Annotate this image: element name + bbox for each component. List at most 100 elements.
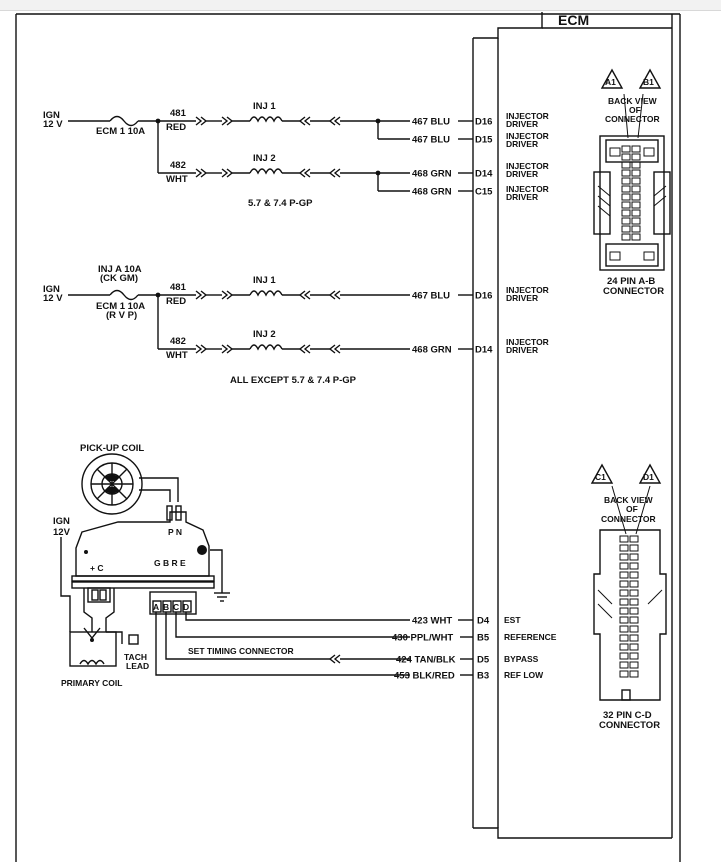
pin-id: D16	[475, 291, 492, 302]
connector-cd-caption: 32 PIN C-D	[603, 710, 652, 721]
connector-pin-cavity	[631, 177, 641, 185]
pin-func: DRIVER	[506, 345, 538, 355]
pin-func: INJECTOR	[506, 131, 549, 141]
circuit-b-caption: ALL EXCEPT 5.7 & 7.4 P-GP	[230, 375, 357, 386]
viewer-top-bar	[0, 0, 721, 11]
connector-pin-cavity	[629, 571, 639, 579]
tach-label: TACH	[124, 652, 147, 662]
connector-pin-cavity	[629, 544, 639, 552]
pin-func: DRIVER	[506, 293, 538, 303]
inj2-label: INJ 2	[253, 153, 276, 164]
connector-pin-cavity	[631, 233, 641, 241]
pin-func: DRIVER	[506, 119, 538, 129]
inj1-circuit: 481	[170, 282, 187, 293]
connector-pin-cavity	[629, 598, 639, 606]
ign-label: IGN	[43, 110, 60, 121]
pin-wire: 424 TAN/BLK	[396, 655, 456, 666]
fuse-label: (R V P)	[106, 310, 137, 321]
connector-ab-caption: 24 PIN A-B	[607, 276, 655, 287]
connector-pin-cavity	[621, 177, 631, 185]
pin-func: REF LOW	[504, 670, 544, 680]
tag-d1: D1	[643, 472, 654, 482]
tag-c1: C1	[595, 472, 606, 482]
connector-pin-cavity	[629, 589, 639, 597]
module-pn: P N	[168, 527, 182, 537]
injector-circuit-a: IGN 12 V ECM 1 10A 481 RED INJ 1 482 WHT…	[43, 101, 549, 209]
pin-func: INJECTOR	[506, 285, 549, 295]
pin-id: D14	[475, 345, 493, 356]
connector-pin-cavity	[619, 625, 629, 633]
connector-pin-cavity	[629, 553, 639, 561]
pin-id: D4	[477, 616, 490, 627]
connector-pin-cavity	[629, 634, 639, 642]
connector-pin-cavity	[619, 661, 629, 669]
pin-wire: 468 GRN	[412, 169, 452, 180]
pin-func: DRIVER	[506, 169, 538, 179]
pin-id: C15	[475, 187, 493, 198]
connector-pin-cavity	[621, 145, 631, 153]
connector-pin-cavity	[629, 562, 639, 570]
pin-wire: 468 GRN	[412, 187, 452, 198]
connector-pin-cavity	[629, 607, 639, 615]
module-plus-c: + C	[90, 563, 103, 573]
primary-coil-symbol	[69, 627, 117, 667]
inj2-color: WHT	[166, 350, 188, 361]
tag-b1: B1	[643, 77, 654, 87]
inj2-circuit: 482	[170, 336, 186, 347]
fuse-symbol	[109, 115, 139, 127]
abcd-b: B	[163, 602, 169, 612]
inj2-color: WHT	[166, 174, 188, 185]
abcd-a: A	[153, 602, 159, 612]
connector-pin-cavity	[621, 193, 631, 201]
connector-pin-cavity	[631, 201, 641, 209]
ign-voltage: 12 V	[43, 293, 63, 304]
connector-pin-cavity	[629, 652, 639, 660]
inj2-circuit: 482	[170, 160, 186, 171]
connector-pin-cavity	[631, 169, 641, 177]
pin-id: D15	[475, 135, 493, 146]
fuse-label: ECM 1 10A	[96, 126, 145, 137]
connector-pin-cavity	[629, 625, 639, 633]
pin-func: EST	[504, 615, 521, 625]
pin-wire: 453 BLK/RED	[394, 671, 455, 682]
connector-pin-cavity	[621, 185, 631, 193]
connector-pin-cavity	[631, 225, 641, 233]
connector-pin-cavity	[631, 185, 641, 193]
connector-pin-cavity	[619, 562, 629, 570]
connector-cd-pins	[619, 535, 639, 678]
ign-label: IGN	[53, 516, 70, 527]
inj2-label: INJ 2	[253, 329, 276, 340]
connector-pin-cavity	[621, 169, 631, 177]
pin-func: INJECTOR	[506, 184, 549, 194]
abcd-c: C	[173, 602, 179, 612]
connector-pin-cavity	[631, 193, 641, 201]
connector-pin-cavity	[619, 544, 629, 552]
ignition-module: P N + C G B R E	[71, 505, 215, 589]
back-view-label: BACK VIEW	[608, 96, 658, 106]
connector-pin-cavity	[619, 643, 629, 651]
inj2-coil	[249, 168, 283, 174]
fuse-label: INJ A 10A	[98, 264, 142, 275]
inj1-label: INJ 1	[253, 275, 276, 286]
circuit-a-caption: 5.7 & 7.4 P-GP	[248, 198, 313, 209]
back-view-label: OF	[629, 105, 641, 115]
pin-wire: 423 WHT	[412, 616, 452, 627]
connector-pin-cavity	[619, 589, 629, 597]
connector-pin-cavity	[621, 225, 631, 233]
ecm-title: ECM	[558, 12, 589, 28]
connector-pin-cavity	[629, 670, 639, 678]
back-view-label: CONNECTOR	[605, 114, 660, 124]
pin-wire: 467 BLU	[412, 291, 450, 302]
connector-pin-cavity	[629, 643, 639, 651]
connector-pin-cavity	[619, 598, 629, 606]
inj1-label: INJ 1	[253, 101, 276, 112]
back-view-label: BACK VIEW	[604, 495, 654, 505]
pin-wire: 468 GRN	[412, 345, 452, 356]
ecm-box: ECM	[472, 12, 673, 839]
pin-func: INJECTOR	[506, 111, 549, 121]
connector-pin-cavity	[621, 161, 631, 169]
connector-pin-cavity	[621, 201, 631, 209]
connector-ab-pins	[621, 145, 641, 241]
primary-coil-label: PRIMARY COIL	[61, 678, 122, 688]
